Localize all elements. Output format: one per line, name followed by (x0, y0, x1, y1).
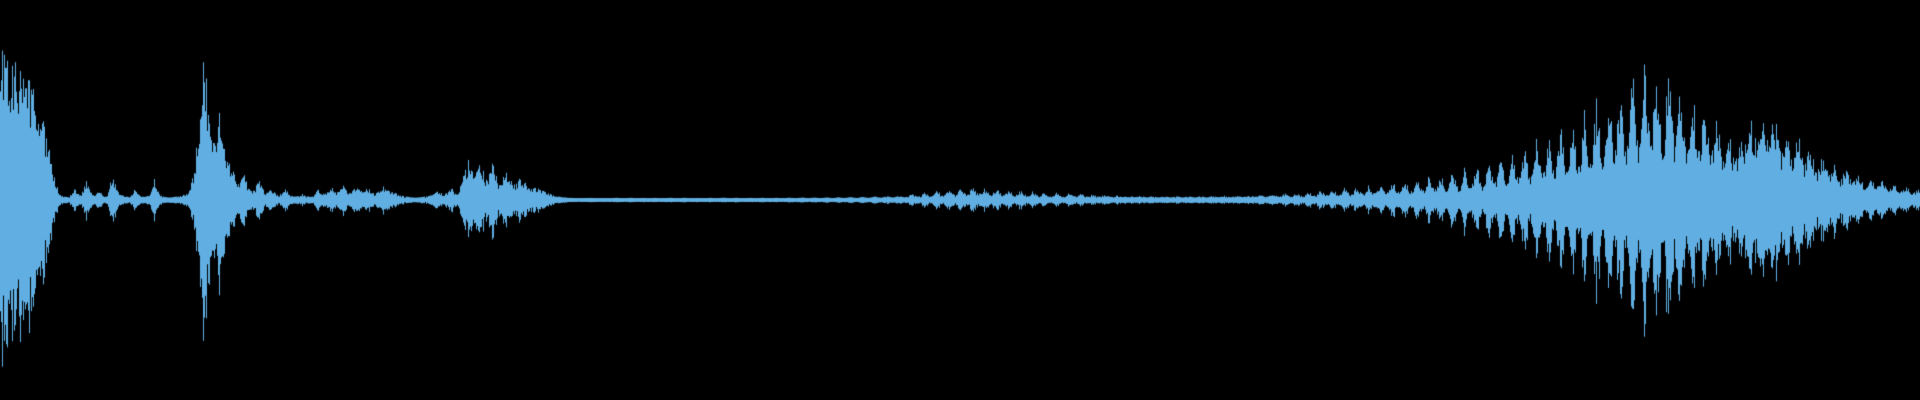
waveform-viewer[interactable] (0, 0, 1920, 400)
audio-waveform-canvas[interactable] (0, 0, 1920, 400)
